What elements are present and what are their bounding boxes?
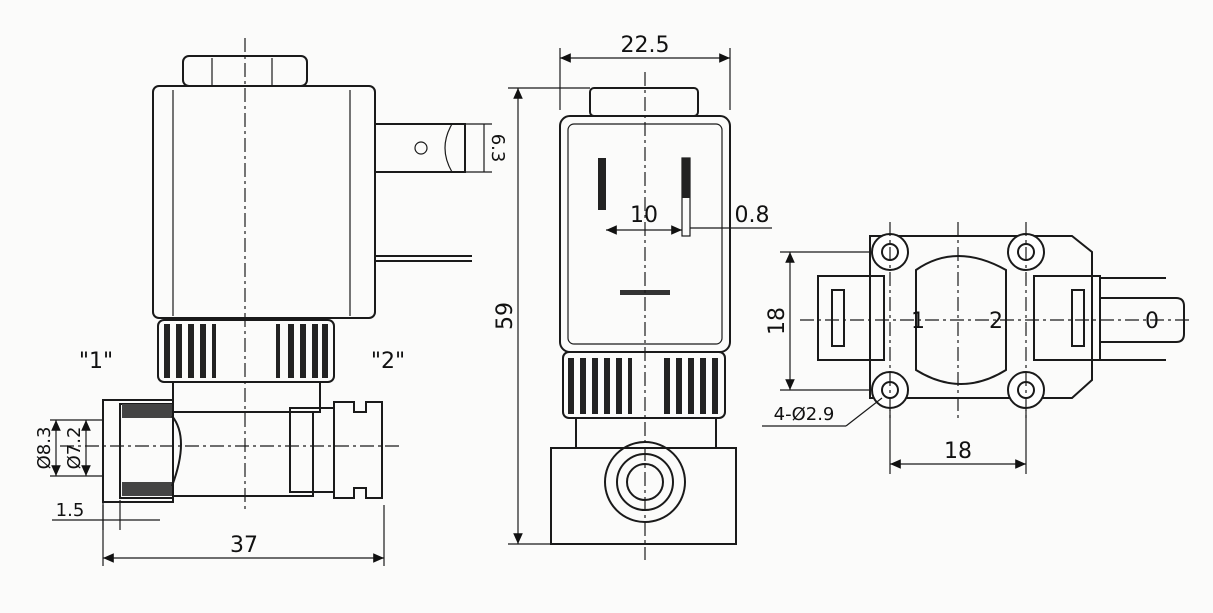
dim-inner-diameter: Ø7.2 (64, 427, 85, 470)
mark-2: 2 (989, 309, 1003, 334)
dim-pin-spacing: 10 (630, 203, 658, 228)
port-1-label: "1" (79, 349, 113, 374)
pin-left (598, 158, 606, 210)
connector-left (817, 275, 885, 361)
side-valve-body (550, 447, 737, 545)
dim-height: 59 (493, 302, 518, 330)
side-neck (575, 417, 717, 449)
dim-bottom-width: 18 (944, 439, 972, 464)
outlet-fitting (333, 401, 383, 499)
front-view: 6.3 (34, 38, 508, 566)
bottom-inner-body (915, 255, 1007, 385)
mark-0: 0 (1145, 309, 1159, 334)
seal-hatch-top (122, 404, 172, 496)
dim-outer-diameter: Ø8.3 (34, 427, 55, 470)
coil-body (152, 85, 376, 319)
connector-right (1033, 275, 1101, 361)
valve-body (172, 411, 314, 497)
side-view: 10 0.8 22.5 (493, 33, 772, 560)
dim-terminal-label: 6.3 (487, 134, 508, 163)
terminal-hole (414, 141, 428, 155)
side-top-cap (589, 87, 699, 117)
terminal-tab (374, 123, 466, 173)
port-2-label: "2" (371, 349, 405, 374)
bottom-view: 1 2 0 18 4-Ø2.9 18 (762, 222, 1190, 474)
dim-bottom-height: 18 (765, 307, 790, 335)
dim-holes: 4-Ø2.9 (774, 404, 835, 425)
bottom-plate (869, 235, 1093, 399)
dim-width: 22.5 (621, 33, 670, 58)
dim-pin-width: 0.8 (735, 203, 770, 228)
dim-thread: 1.5 (56, 500, 85, 521)
knurled-nut (157, 319, 335, 383)
dim-length: 37 (230, 533, 258, 558)
mark-1: 1 (911, 309, 925, 334)
